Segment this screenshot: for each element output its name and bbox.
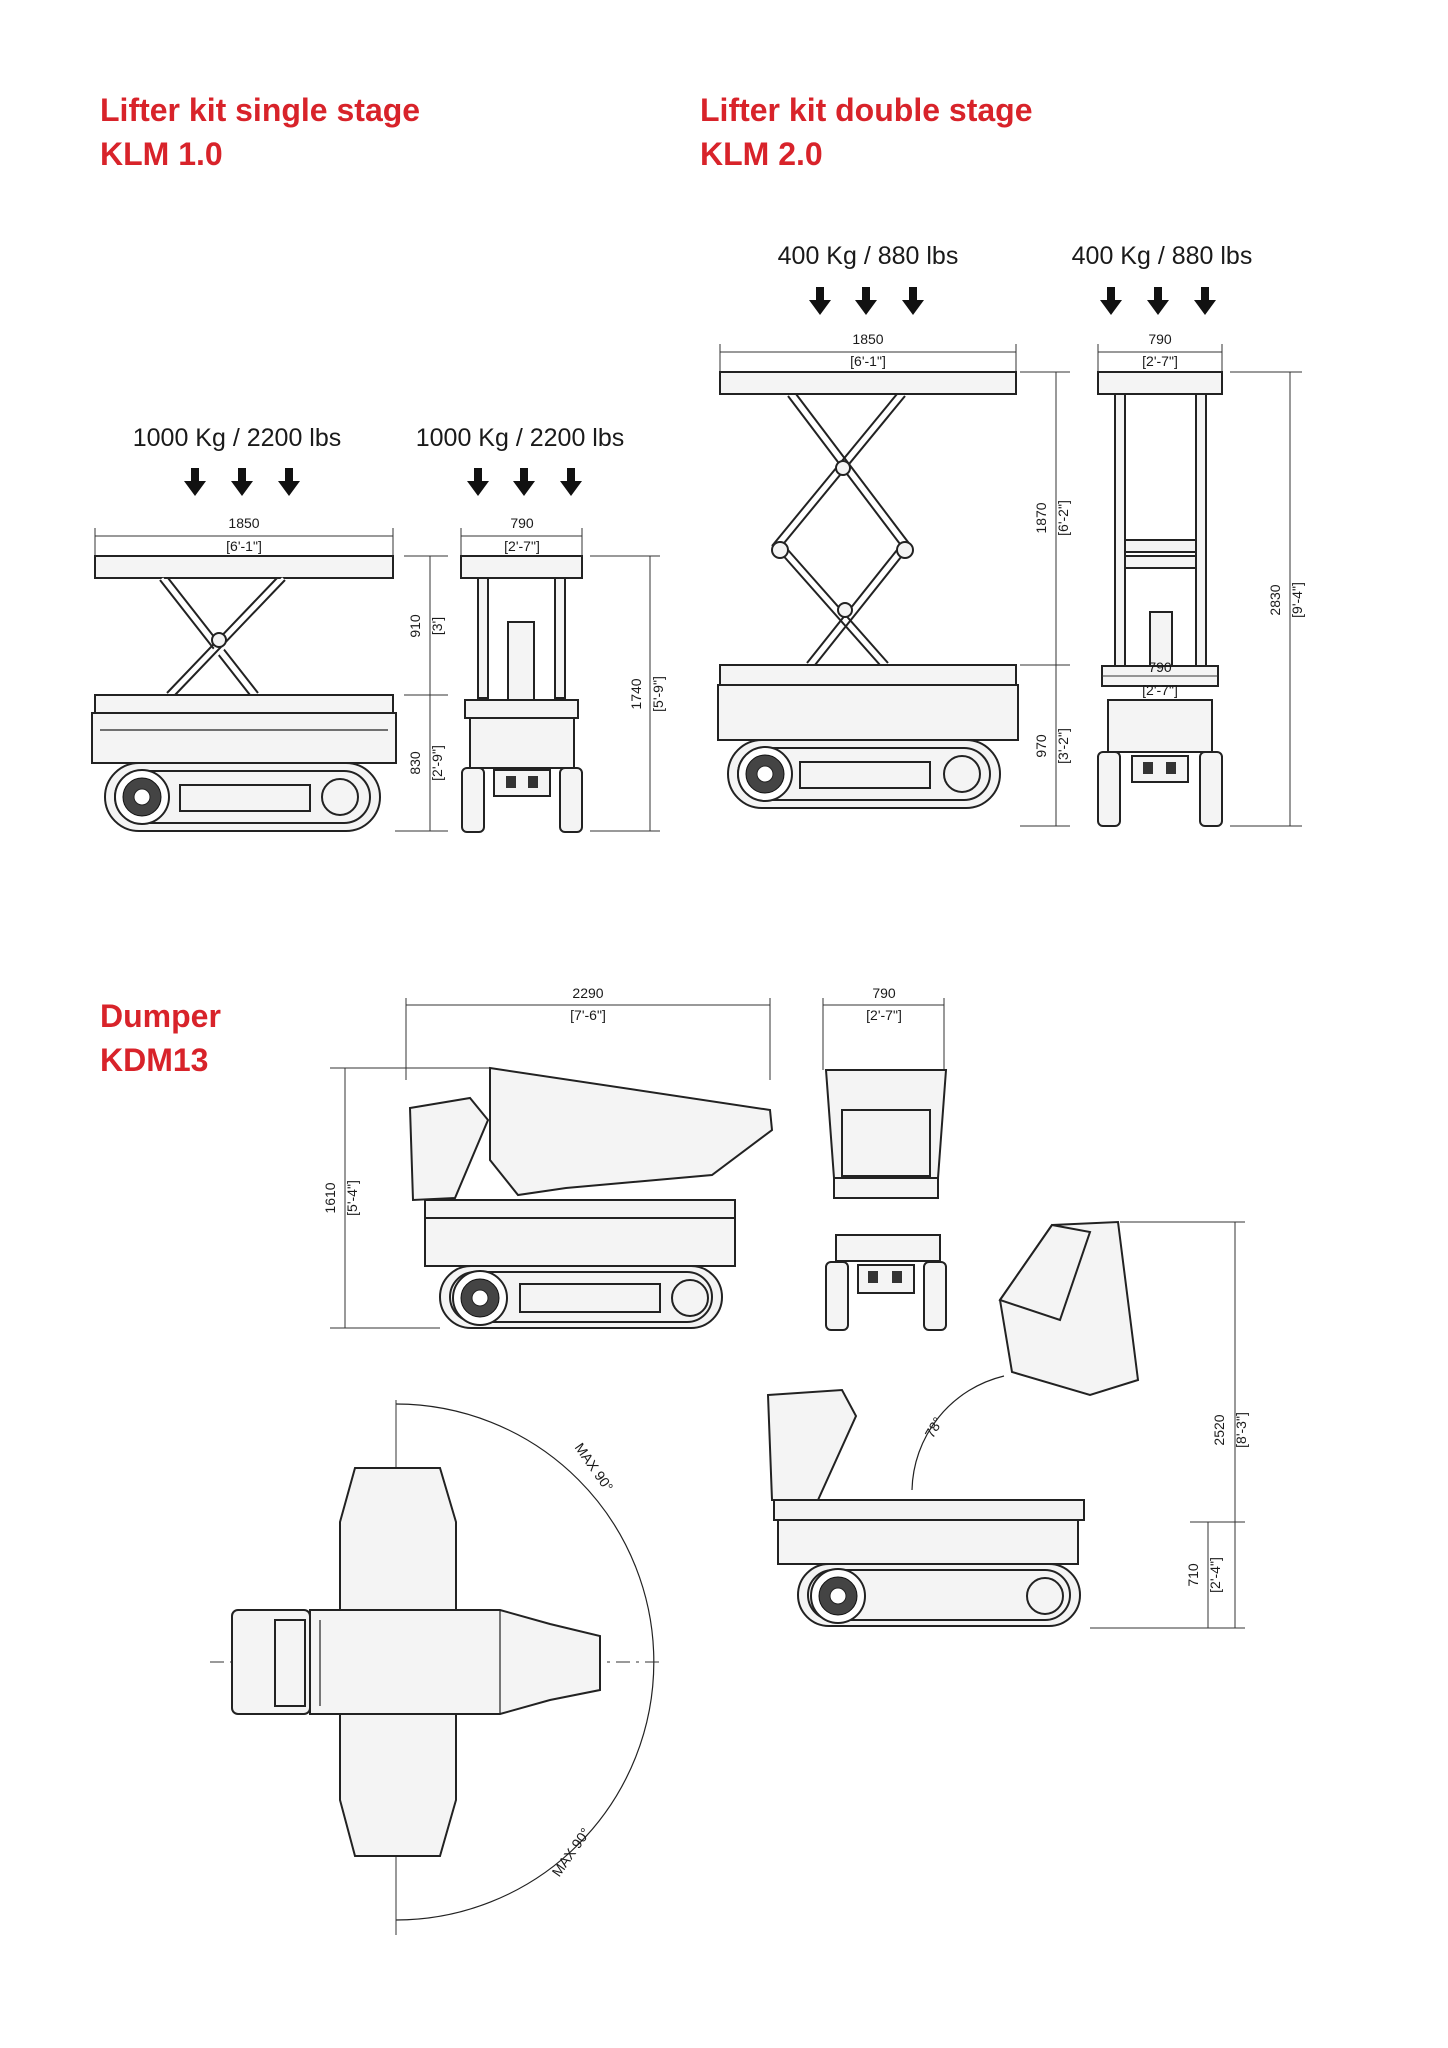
model-code: KLM 2.0 <box>700 136 823 172</box>
down-arrow-icon <box>1100 287 1122 315</box>
model-code: KLM 1.0 <box>100 136 223 172</box>
section-heading-dumper: Dumper KDM13 <box>100 994 221 1082</box>
dimension-label: 790 <box>872 985 896 1001</box>
down-arrow-icon <box>231 468 253 496</box>
dimension-label: [3'-2"] <box>1055 728 1071 764</box>
model-code: KDM13 <box>100 1042 209 1078</box>
dimension-label: 910 <box>407 614 423 638</box>
rotation-limit-label: MAX 90° <box>572 1440 617 1495</box>
down-arrow-icon <box>902 287 924 315</box>
down-arrow-icon <box>809 287 831 315</box>
down-arrow-icon <box>560 468 582 496</box>
dimension-label: 790 <box>1148 331 1172 347</box>
dimension-label: [2'-7"] <box>1142 353 1178 369</box>
dimension-label: [3'] <box>429 617 445 635</box>
dimension-label: [5'-4"] <box>344 1180 360 1216</box>
down-arrow-icon <box>1194 287 1216 315</box>
double-stage-front-view: 400 Kg / 880 lbs 790 [2'-7"] 790 [2'-7"]… <box>1072 242 1305 827</box>
dimension-label: 1870 <box>1033 502 1049 533</box>
dimension-label: 2520 <box>1211 1414 1227 1445</box>
dimension-label: 2290 <box>572 985 603 1001</box>
single-stage-side-view: 1000 Kg / 2200 lbs 1850 [6'-1"] <box>91 424 448 832</box>
dimension-label: 970 <box>1033 734 1049 758</box>
dimension-label: [7'-6"] <box>570 1007 606 1023</box>
dimension-label: 2830 <box>1267 584 1283 615</box>
dimension-label: 1610 <box>322 1182 338 1213</box>
section-title: Dumper <box>100 998 221 1034</box>
dimension-label: [6'-1"] <box>850 353 886 369</box>
down-arrow-icon <box>855 287 877 315</box>
dimension-label: 1850 <box>228 515 259 531</box>
dimension-label: [9'-4"] <box>1289 582 1305 618</box>
dimension-label: [2'-7"] <box>866 1007 902 1023</box>
dimension-label: [6'-1"] <box>226 538 262 554</box>
down-arrow-icon <box>278 468 300 496</box>
dimension-label: 1740 <box>628 678 644 709</box>
dimension-label: 830 <box>407 751 423 775</box>
dumper-tipped-view: 78° 2520 [8'-3"] 710 [2'-4"] <box>766 1220 1249 1629</box>
dimension-label: [2'-9"] <box>429 745 445 781</box>
dimension-label: [2'-7"] <box>1142 682 1178 698</box>
dimension-label: [2'-4"] <box>1207 1557 1223 1593</box>
section-heading-double-stage: Lifter kit double stage KLM 2.0 <box>700 88 1032 176</box>
dimension-label: [8'-3"] <box>1233 1412 1249 1448</box>
dimension-label: 790 <box>1148 659 1172 675</box>
dimension-label: [6'-2"] <box>1055 500 1071 536</box>
load-label: 400 Kg / 880 lbs <box>778 242 959 270</box>
dimension-label: 1850 <box>852 331 883 347</box>
load-label: 1000 Kg / 2200 lbs <box>133 424 342 452</box>
down-arrow-icon <box>513 468 535 496</box>
down-arrow-icon <box>184 468 206 496</box>
down-arrow-icon <box>1147 287 1169 315</box>
dumper-front-view: 790 [2'-7"] <box>822 985 948 1331</box>
dumper-side-view: 2290 [7'-6"] 1610 [5'-4"] <box>322 985 774 1329</box>
section-heading-single-stage: Lifter kit single stage KLM 1.0 <box>100 88 420 176</box>
section-title: Lifter kit double stage <box>700 92 1033 128</box>
dimension-label: 710 <box>1185 1563 1201 1587</box>
down-arrow-icon <box>467 468 489 496</box>
load-label: 1000 Kg / 2200 lbs <box>416 424 625 452</box>
dimension-label: [2'-7"] <box>504 538 540 554</box>
double-stage-side-view: 400 Kg / 880 lbs 1850 [6'-1"] 187 <box>717 242 1071 827</box>
section-title: Lifter kit single stage <box>100 92 421 128</box>
load-label: 400 Kg / 880 lbs <box>1072 242 1253 270</box>
dimension-label: [5'-9"] <box>650 676 666 712</box>
single-stage-front-view: 1000 Kg / 2200 lbs 790 [2'-7"] 1740 [5'-… <box>416 424 666 833</box>
dumper-top-view: MAX 90° MAX 90° <box>210 1400 660 1935</box>
rotation-limit-label: MAX 90° <box>548 1825 593 1880</box>
dimension-label: 790 <box>510 515 534 531</box>
